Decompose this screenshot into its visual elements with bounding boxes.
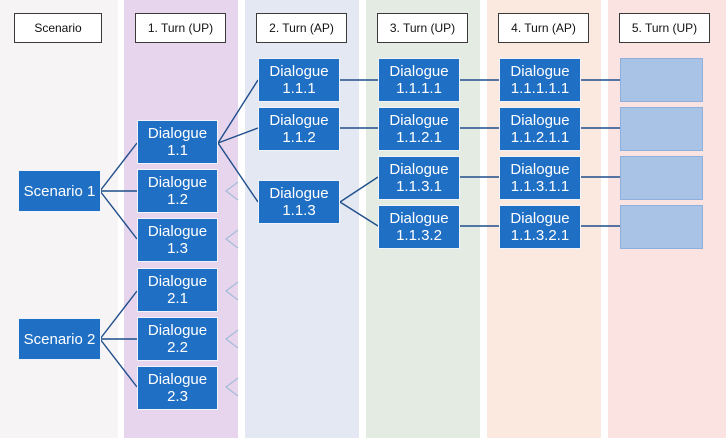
node-scenario-2: Scenario 2	[18, 318, 101, 360]
edge-d113-d1132	[339, 201, 379, 227]
node-empty-4	[620, 205, 703, 249]
column-scenario	[0, 0, 118, 438]
node-dialogue-1-1-3-1-1: Dialogue 1.1.3.1.1	[499, 156, 581, 200]
node-dialogue-1-2: Dialogue 1.2	[137, 169, 218, 213]
node-empty-2	[620, 107, 703, 151]
edge-d11-d111	[217, 79, 259, 144]
node-dialogue-2-1: Dialogue 2.1	[137, 268, 218, 312]
node-dialogue-1-1-2-1-1: Dialogue 1.1.2.1.1	[499, 107, 581, 151]
node-dialogue-1-1-1: Dialogue 1.1.1	[258, 58, 340, 102]
node-dialogue-1-1-2: Dialogue 1.1.2	[258, 107, 340, 151]
header-turn-4: 4. Turn (AP)	[498, 13, 589, 43]
edge-s2-d23	[99, 338, 138, 388]
node-dialogue-1-1-1-1: Dialogue 1.1.1.1	[378, 58, 460, 102]
node-dialogue-1-1-2-1: Dialogue 1.1.2.1	[378, 107, 460, 151]
node-dialogue-1-3: Dialogue 1.3	[137, 218, 218, 262]
header-turn-3: 3. Turn (UP)	[377, 13, 468, 43]
node-empty-3	[620, 156, 703, 200]
node-dialogue-1-1: Dialogue 1.1	[137, 120, 218, 164]
node-dialogue-2-3: Dialogue 2.3	[137, 366, 218, 410]
edge-s1-d11	[99, 142, 138, 192]
node-dialogue-1-1-1-1-1: Dialogue 1.1.1.1.1	[499, 58, 581, 102]
header-scenario: Scenario	[14, 13, 102, 43]
header-turn-2: 2. Turn (AP)	[256, 13, 347, 43]
edge-d11-d113	[217, 142, 259, 203]
edge-d11-d112	[217, 127, 259, 144]
faint-stub-branches	[225, 181, 239, 397]
node-dialogue-1-1-3: Dialogue 1.1.3	[258, 180, 340, 224]
edge-s1-d13	[99, 190, 138, 240]
header-turn-5: 5. Turn (UP)	[619, 13, 710, 43]
node-dialogue-2-2: Dialogue 2.2	[137, 317, 218, 361]
node-scenario-1: Scenario 1	[18, 170, 101, 212]
edge-s2-d21	[99, 290, 138, 340]
node-empty-1	[620, 58, 703, 102]
edge-d113-d1131	[339, 176, 379, 203]
node-dialogue-1-1-3-2-1: Dialogue 1.1.3.2.1	[499, 205, 581, 249]
header-turn-1: 1. Turn (UP)	[135, 13, 226, 43]
node-dialogue-1-1-3-2: Dialogue 1.1.3.2	[378, 205, 460, 249]
node-dialogue-1-1-3-1: Dialogue 1.1.3.1	[378, 156, 460, 200]
